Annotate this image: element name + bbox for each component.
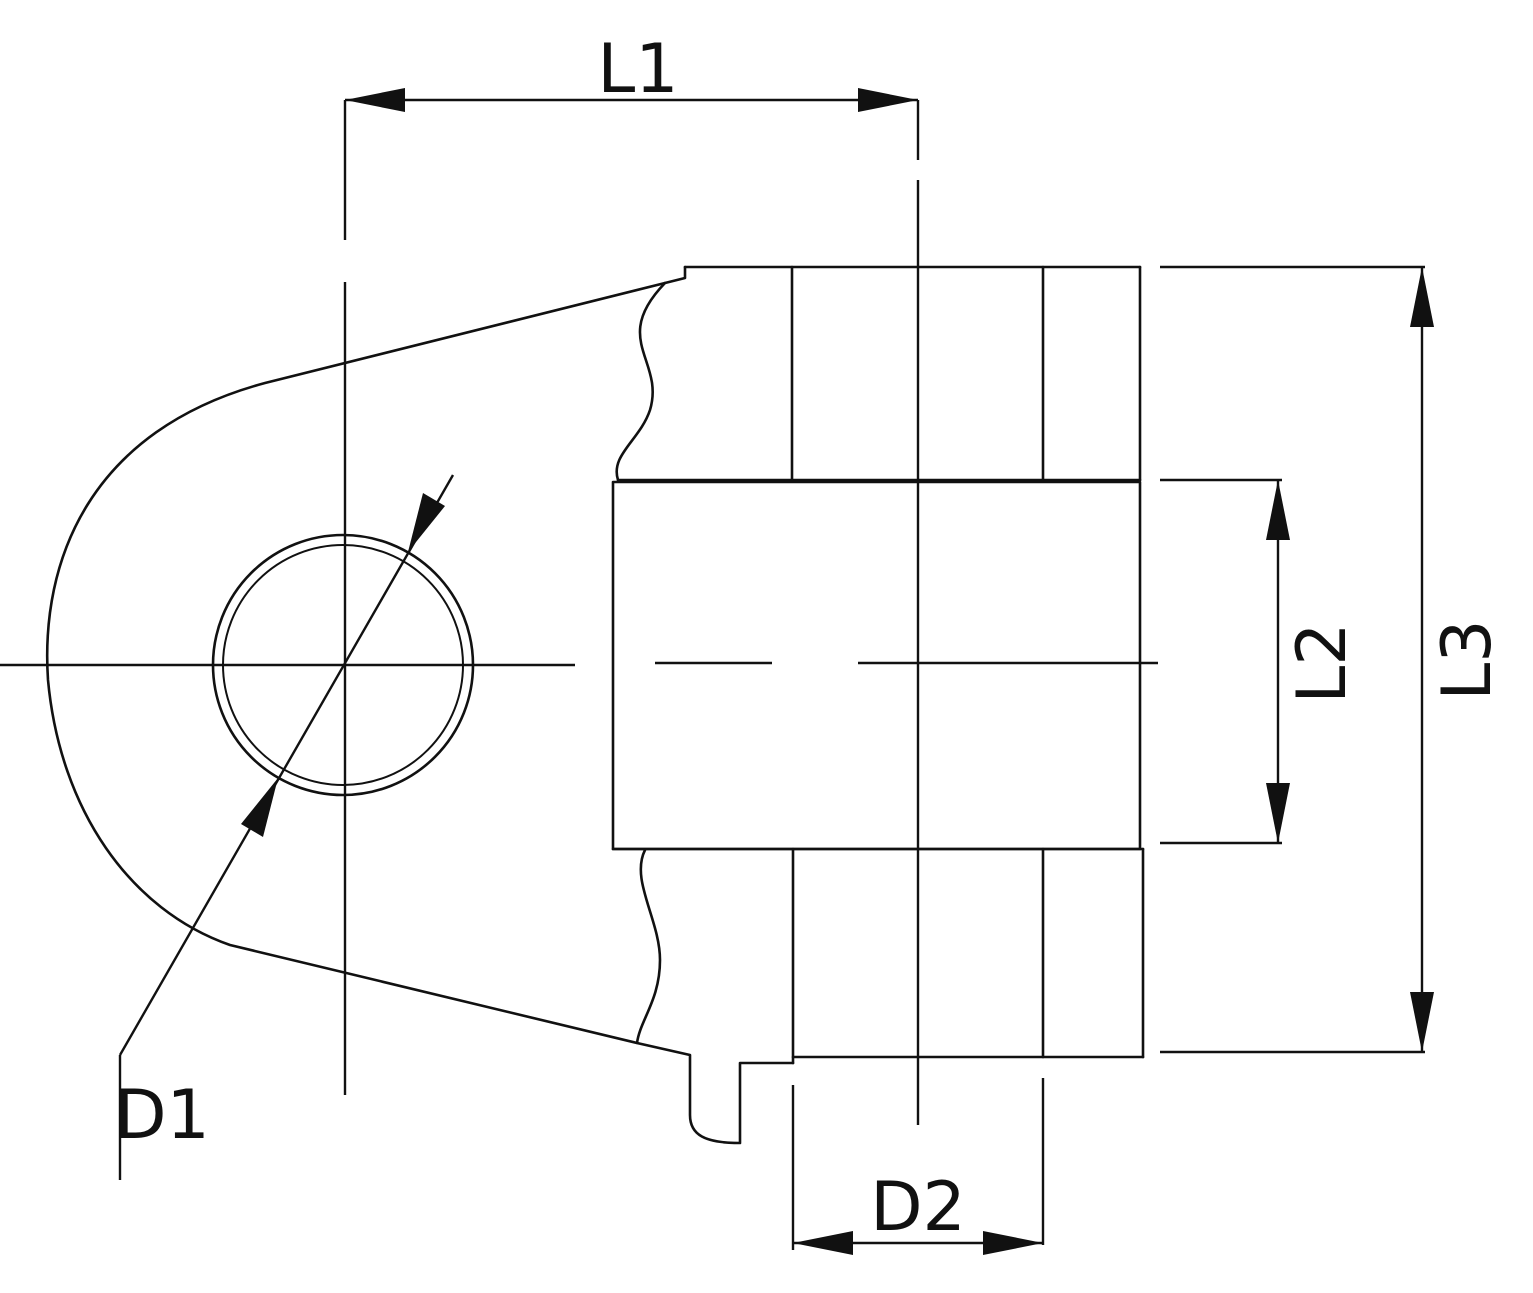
- dimension-d2: D2: [791, 1078, 1045, 1255]
- dimension-l3: L3: [1160, 265, 1507, 1054]
- d1-arrow-lower: [241, 778, 278, 837]
- l2-label: L2: [1283, 622, 1362, 703]
- d1-leader: [118, 474, 455, 1056]
- dimension-d1: D1: [114, 474, 455, 1180]
- hole-inner: [222, 544, 464, 786]
- d2-label: D2: [870, 1168, 966, 1247]
- l2-arrow-bottom: [1266, 783, 1290, 843]
- bore-hole: [211, 533, 475, 797]
- l2-arrow-top: [1266, 480, 1290, 540]
- break-line-bottom: [635, 848, 662, 1045]
- l1-label: L1: [597, 30, 678, 109]
- lug-outline: [45, 265, 795, 1145]
- dimension-l1: L1: [345, 30, 918, 112]
- d1-label: D1: [114, 1076, 210, 1155]
- l3-label: L3: [1428, 619, 1507, 700]
- clevis-body: [611, 265, 1145, 1065]
- l1-arrow-right: [858, 88, 918, 112]
- center-pin-block: [611, 480, 1142, 851]
- d1-arrow-upper: [408, 493, 445, 552]
- centerlines: [0, 100, 1158, 1125]
- l3-arrow-top: [1410, 267, 1434, 327]
- dimension-l2: L2: [1160, 478, 1362, 845]
- l1-arrow-left: [345, 88, 405, 112]
- hole-outer: [211, 533, 475, 797]
- break-line-top: [615, 281, 667, 482]
- d2-arrow-right: [983, 1231, 1043, 1255]
- d2-arrow-left: [793, 1231, 853, 1255]
- l3-arrow-bottom: [1410, 992, 1434, 1052]
- lug-body: [45, 265, 795, 1145]
